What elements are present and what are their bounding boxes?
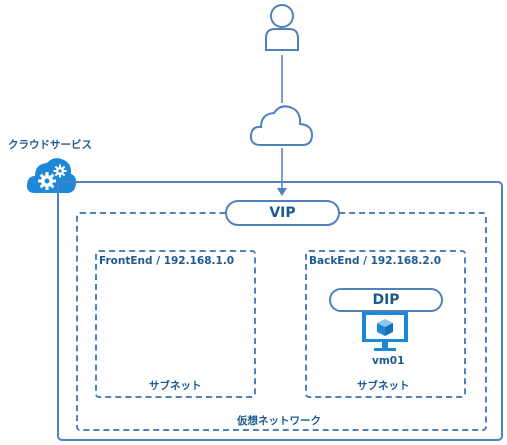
subnet-backend-box xyxy=(305,250,466,398)
dip-pill: DIP xyxy=(329,288,443,312)
vip-label: VIP xyxy=(269,205,296,221)
vm-name: vm01 xyxy=(372,355,405,367)
subnet-backend-label: サブネット xyxy=(357,380,410,392)
cloud-service-container xyxy=(57,181,503,441)
subnet-frontend-title: FrontEnd / 192.168.1.0 xyxy=(99,255,235,267)
virtual-network-label: 仮想ネットワーク xyxy=(237,415,321,427)
subnet-backend-title: BackEnd / 192.168.2.0 xyxy=(309,255,442,267)
monitor-cube-icon xyxy=(362,312,408,351)
dip-label: DIP xyxy=(372,292,400,308)
cloud-gear-icon xyxy=(26,158,77,193)
cloud-icon xyxy=(249,105,314,146)
vip-pill: VIP xyxy=(225,200,340,226)
subnet-frontend-label: サブネット xyxy=(149,380,202,392)
cloud-service-label: クラウドサービス xyxy=(8,139,92,151)
subnet-frontend-box xyxy=(95,250,256,398)
user-icon xyxy=(265,4,299,51)
